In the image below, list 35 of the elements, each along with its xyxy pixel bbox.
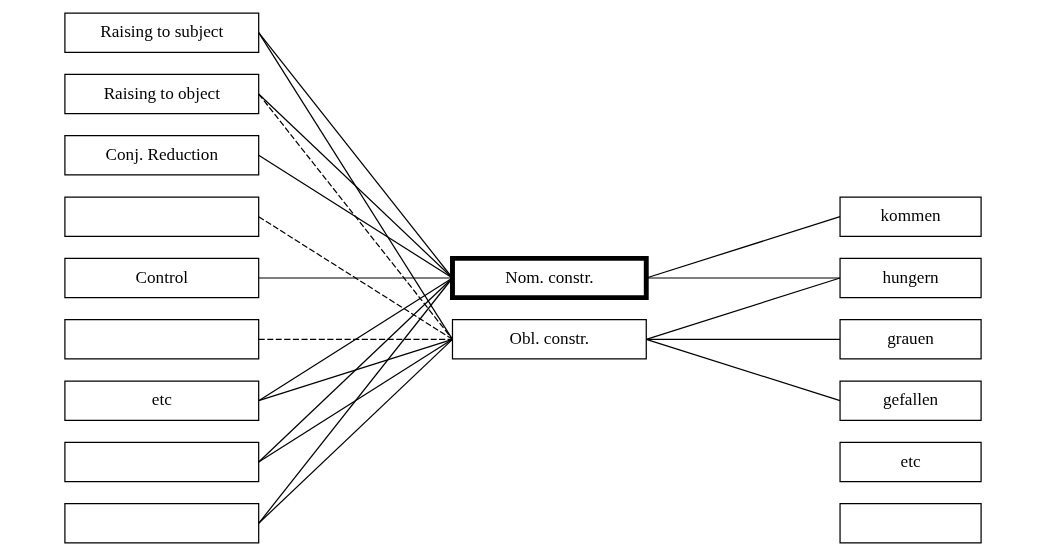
connector — [645, 338, 841, 402]
connector — [257, 338, 453, 340]
connector — [257, 93, 453, 279]
node-box: grauen — [838, 319, 982, 360]
node-box — [63, 441, 259, 483]
node-box: etc — [838, 441, 982, 483]
connector — [257, 277, 453, 402]
node-box: Raising to subject — [63, 12, 259, 53]
connector — [645, 277, 841, 279]
connector — [257, 93, 453, 340]
connector — [257, 154, 453, 279]
node-box: Raising to object — [63, 73, 259, 115]
node-box: gefallen — [838, 380, 982, 421]
node-box: Nom. constr. — [449, 255, 649, 301]
connector — [257, 277, 453, 279]
node-box — [838, 503, 982, 544]
node-box: hungern — [838, 257, 982, 299]
connector — [257, 338, 453, 524]
node-box: Control — [63, 257, 259, 299]
node-box — [63, 319, 259, 360]
connector — [257, 32, 453, 340]
connector — [257, 338, 453, 402]
connector — [257, 277, 453, 463]
node-box — [63, 503, 259, 544]
connector — [257, 32, 453, 279]
connector — [645, 216, 841, 279]
node-box: etc — [63, 380, 259, 421]
node-box: Obl. constr. — [451, 319, 647, 360]
connector — [257, 216, 453, 340]
node-box: Conj. Reduction — [63, 135, 259, 176]
connector — [645, 277, 841, 340]
connector — [257, 277, 453, 524]
node-box — [63, 196, 259, 237]
connector — [257, 338, 453, 463]
node-box: kommen — [838, 196, 982, 237]
